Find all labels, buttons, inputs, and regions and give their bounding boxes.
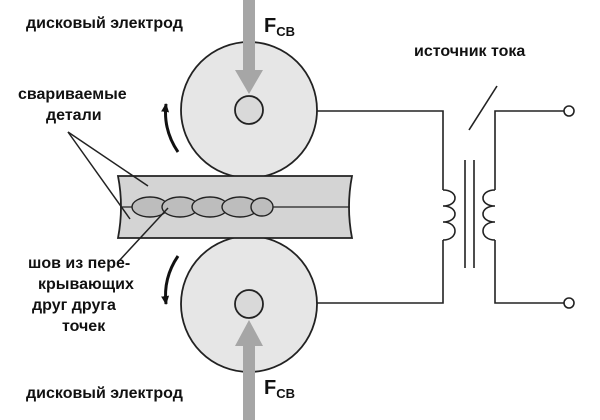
top-disc-hub (234, 95, 264, 125)
top-force-subscript: СВ (276, 24, 295, 39)
welded-parts-label-line2: детали (46, 107, 102, 124)
top-rotation-arrow (161, 103, 180, 153)
terminal-top (563, 105, 575, 117)
top-force-label: FСВ (264, 15, 295, 39)
top-wire (314, 110, 444, 190)
top-electrode-label: дисковый электрод (26, 15, 183, 32)
bottom-disc-hub (234, 289, 264, 319)
output-wire-top (494, 110, 564, 190)
bottom-force-label: FСВ (264, 377, 295, 401)
seam-leader (117, 207, 169, 263)
top-force-arrow (235, 0, 263, 94)
bottom-force-symbol: F (264, 377, 276, 399)
transformer (442, 160, 496, 268)
seam-label-line2: крывающих (38, 276, 134, 293)
bottom-rotation-arrow (161, 255, 180, 305)
seam-label-line4: точек (62, 318, 106, 335)
leader-lines (67, 131, 169, 263)
bottom-disc-electrode (180, 235, 318, 373)
bottom-force-arrow (235, 320, 263, 420)
seam-label-line1: шов из пере- (28, 255, 130, 272)
seam-label-line3: друг друга (32, 297, 116, 314)
welded-parts-leader-1 (67, 131, 149, 187)
circuit-wires (314, 110, 564, 304)
power-source-pointer (468, 85, 498, 131)
output-wire-bottom (494, 240, 564, 304)
bottom-wire (314, 240, 444, 304)
weld-spot-5 (250, 197, 274, 217)
bottom-electrode-label: дисковый электрод (26, 385, 183, 402)
primary-coil (442, 189, 456, 241)
power-source-label: источник тока (414, 43, 525, 60)
top-force-symbol: F (264, 15, 276, 37)
welded-parts-label-line1: свариваемые (18, 86, 127, 103)
welded-parts-leader-2 (67, 131, 131, 220)
weld-seam (131, 196, 274, 218)
secondary-coil (482, 189, 496, 241)
terminal-bottom (563, 297, 575, 309)
bottom-force-subscript: СВ (276, 386, 295, 401)
